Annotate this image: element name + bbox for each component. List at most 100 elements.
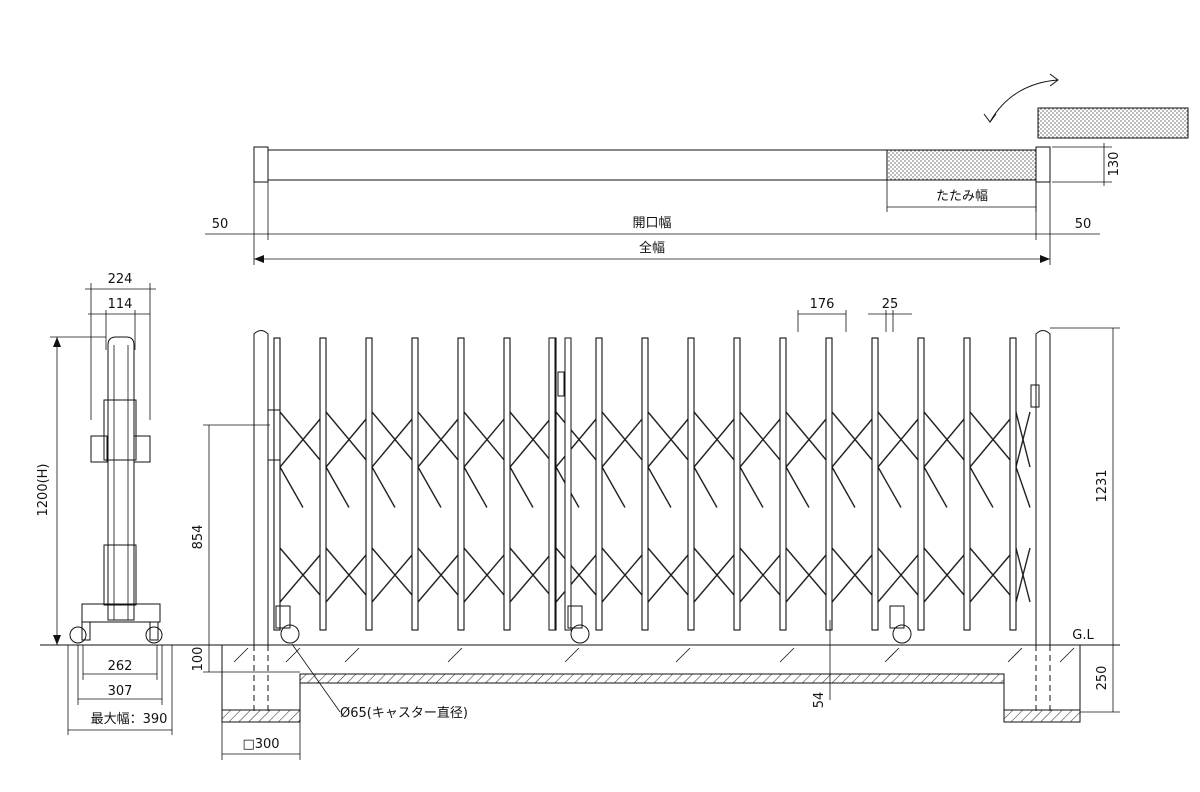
rail-foundation: [299, 673, 1005, 684]
gate-bar: [1009, 337, 1017, 631]
gate-bar: [457, 337, 465, 631]
side-lower-mech: [103, 544, 137, 606]
lattice-link: [785, 466, 810, 508]
foundation-depth-value: 250: [1095, 666, 1110, 691]
lattice-link: [693, 411, 741, 468]
lattice-link: [877, 411, 925, 468]
lattice-link: [279, 466, 304, 508]
front-view: G.L: [40, 297, 1120, 760]
lattice-link: [417, 466, 442, 508]
lattice-link: [601, 547, 649, 603]
swing-arrow-icon: [989, 79, 1059, 123]
plan-right-post: [1035, 146, 1051, 183]
plan-total-width-label: 全幅: [639, 240, 665, 256]
ground-label: G.L: [1072, 628, 1094, 643]
plan-opening-width-label: 開口幅: [632, 216, 671, 231]
lattice-link: [509, 466, 534, 508]
lattice-link: [1015, 547, 1031, 603]
lattice-link: [785, 547, 833, 603]
total-height-value: 1231: [1095, 469, 1110, 502]
gate-center-bar: [548, 337, 556, 631]
side-base-inner-value: 262: [108, 659, 133, 674]
lattice-link: [325, 466, 350, 508]
lattice-link: [785, 411, 833, 468]
lattice-link: [509, 547, 557, 603]
lattice-link: [509, 411, 557, 468]
swing-arrow-head-end: [1049, 73, 1059, 87]
caster-bracket-3: [889, 605, 905, 629]
lattice-link: [969, 547, 1017, 603]
ground-hatch-marks: [233, 647, 1075, 663]
handle-left[interactable]: [267, 409, 281, 461]
side-height-label: 1200(H): [36, 463, 51, 516]
lattice-link: [325, 411, 373, 468]
gate-bar: [687, 337, 695, 631]
lattice-link: [693, 466, 718, 508]
caster-wheel-2-icon: [570, 624, 590, 644]
lattice-link: [647, 547, 695, 603]
gate-vertical-bars: [273, 337, 1017, 631]
side-latch-left: [90, 435, 108, 463]
lattice-link: [877, 547, 925, 603]
lattice-link: [739, 411, 787, 468]
gate-bar: [503, 337, 511, 631]
right-footing: [1003, 709, 1081, 723]
total-arrow-left: [254, 255, 264, 263]
lattice-link: [831, 411, 879, 468]
gate-bar: [779, 337, 787, 631]
lattice-link: [739, 466, 764, 508]
side-caster-right-icon: [145, 626, 163, 644]
lattice-link: [601, 411, 649, 468]
total-arrow-right: [1040, 255, 1050, 263]
gate-center-bar: [564, 337, 572, 631]
side-width-inner-value: 114: [108, 297, 133, 312]
plan-left-margin-value: 50: [212, 217, 229, 232]
lattice-link: [1015, 466, 1031, 508]
gate-bar: [641, 337, 649, 631]
side-view: 224 114 1200(H) 262 307: [36, 272, 173, 735]
swing-arrow-head-start: [983, 113, 997, 123]
embed-depth-value: 100: [191, 647, 206, 672]
gate-bar: [319, 337, 327, 631]
right-post: [1035, 330, 1051, 645]
lattice-link: [647, 466, 672, 508]
bar-width-value: 25: [882, 297, 899, 312]
lattice-link: [463, 547, 511, 603]
lattice-link: [279, 547, 327, 603]
right-latch[interactable]: [1030, 384, 1040, 408]
plan-folded-area: [886, 149, 1037, 181]
post-footing-label: □300: [242, 737, 279, 752]
side-latch-right: [133, 435, 151, 463]
lattice-link: [831, 466, 856, 508]
gate-lattice: [273, 337, 1031, 631]
lattice-link: [371, 411, 419, 468]
gate-bar: [871, 337, 879, 631]
left-post: [253, 330, 269, 645]
lattice-link: [371, 547, 419, 603]
plan-folding-width-label: たたみ幅: [936, 189, 988, 204]
lattice-link: [601, 466, 626, 508]
center-latch[interactable]: [557, 371, 565, 397]
lattice-link: [739, 547, 787, 603]
side-base-outer-value: 307: [108, 684, 133, 699]
side-gate-body: [107, 336, 135, 621]
plan-view: 130 たたみ幅 50 開口幅 50 全幅: [205, 73, 1189, 265]
lattice-link: [463, 466, 488, 508]
caster-leader: [291, 643, 341, 713]
side-latch-block: [103, 399, 137, 461]
side-caster-left-icon: [69, 626, 87, 644]
lattice-link: [923, 466, 948, 508]
lattice-link: [279, 411, 327, 468]
lattice-link: [647, 411, 695, 468]
lattice-link: [969, 466, 994, 508]
lattice-link: [693, 547, 741, 603]
gate-bar: [411, 337, 419, 631]
caster-bracket-2: [567, 605, 583, 629]
caster-label: Ø65(キャスター直径): [340, 706, 468, 721]
h1200-arrow-top: [53, 337, 61, 347]
lattice-link: [417, 411, 465, 468]
gate-bar: [733, 337, 741, 631]
caster-bracket-1: [275, 605, 291, 629]
side-max-width-label: 最大幅：390: [91, 712, 168, 727]
h1200-arrow-bottom: [53, 635, 61, 645]
